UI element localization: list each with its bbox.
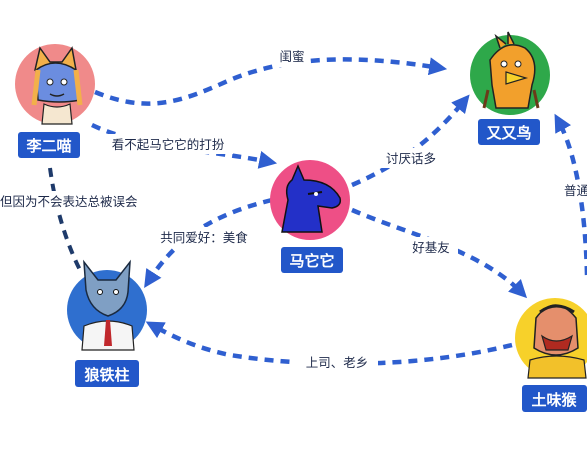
edge-tuweihou-youyou bbox=[554, 113, 587, 276]
youyou-label: 又又鸟 bbox=[486, 124, 531, 142]
svg-text:看不起马它它的打扮: 看不起马它它的打扮 bbox=[112, 137, 225, 152]
svg-text:普通: 普通 bbox=[564, 183, 587, 198]
edge-label-meishi: 共同爱好：美食 bbox=[152, 227, 256, 247]
bird-icon bbox=[482, 31, 540, 109]
edge-limiao-youyou bbox=[94, 57, 448, 106]
tuweihou-label: 土味猴 bbox=[531, 391, 577, 409]
svg-text:讨厌话多: 讨厌话多 bbox=[386, 151, 436, 166]
edge-label-putong: 普通 bbox=[562, 180, 587, 200]
edge-tuweihou-langtiezhu bbox=[145, 321, 513, 366]
limiao-label: 李二喵 bbox=[25, 137, 71, 155]
cat-icon bbox=[31, 46, 83, 125]
node-tuweihou: 土味猴 bbox=[515, 298, 587, 412]
wolf-icon bbox=[81, 259, 135, 351]
svg-text:好基友: 好基友 bbox=[412, 240, 450, 255]
edge-label-taoyan: 讨厌话多 bbox=[378, 148, 444, 168]
svg-text:但因为不会表达总被误会: 但因为不会表达总被误会 bbox=[0, 194, 138, 209]
matuotuo-label: 马它它 bbox=[289, 252, 334, 270]
horse-icon bbox=[281, 164, 342, 233]
node-limiao: 李二喵 bbox=[15, 44, 95, 158]
matuotuo-label-box bbox=[281, 247, 343, 273]
edge-limiao-langtiezhu bbox=[48, 167, 82, 271]
svg-text:闺蜜: 闺蜜 bbox=[279, 49, 304, 64]
edge-label-shangsi: 上司、老乡 bbox=[296, 352, 378, 372]
tuweihou-label-box bbox=[522, 385, 587, 412]
langtiezhu-label: 狼铁柱 bbox=[84, 366, 129, 384]
langtiezhu-label-box bbox=[75, 360, 139, 387]
edge-label-wuhui: 但因为不会表达总被误会 bbox=[0, 191, 148, 211]
edge-label-kanbuqi: 看不起马它它的打扮 bbox=[103, 134, 233, 154]
node-youyou: 又又鸟 bbox=[470, 31, 550, 145]
monkey-icon bbox=[527, 304, 587, 379]
svg-text:上司、老乡: 上司、老乡 bbox=[306, 355, 369, 370]
edge-matuotuo-youyou bbox=[351, 94, 470, 188]
edge-label-guimi: 闺蜜 bbox=[275, 45, 309, 67]
node-langtiezhu: 狼铁柱 bbox=[67, 259, 147, 387]
youyou-label-box bbox=[478, 119, 540, 145]
edge-label-jiyou: 好基友 bbox=[404, 237, 458, 257]
node-matuotuo: 马它它 bbox=[270, 160, 350, 273]
limiao-label-box bbox=[18, 132, 80, 158]
svg-text:共同爱好：美食: 共同爱好：美食 bbox=[160, 230, 248, 245]
